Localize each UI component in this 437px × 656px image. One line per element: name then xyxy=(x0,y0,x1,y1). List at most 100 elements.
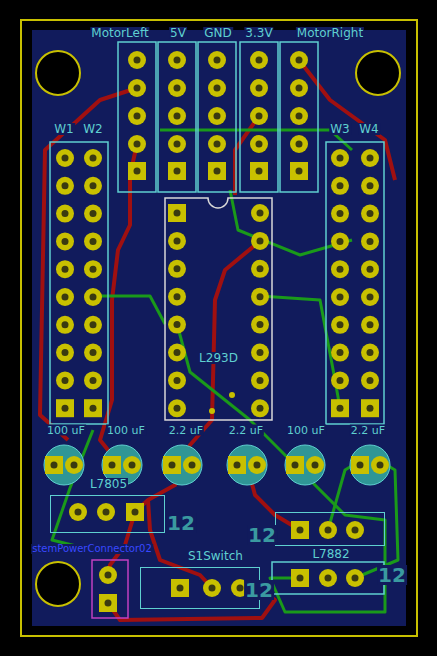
pad-hole xyxy=(103,509,110,516)
pad-hole xyxy=(257,210,264,217)
pad-hole xyxy=(75,509,82,516)
header-label: W1 xyxy=(53,123,75,135)
pad-hole xyxy=(174,405,181,412)
header-label: 3.3V xyxy=(244,27,273,39)
pad-hole xyxy=(367,349,374,356)
pad-hole xyxy=(325,575,332,582)
header-label: W4 xyxy=(358,123,380,135)
pad-hole xyxy=(214,85,221,92)
round-pad xyxy=(56,205,74,223)
pad-hole xyxy=(296,113,303,120)
header-label: 5V xyxy=(169,27,187,39)
pad-hole xyxy=(367,182,374,189)
round-pad xyxy=(331,288,349,306)
pad-hole xyxy=(174,113,181,120)
square-pad xyxy=(84,399,102,417)
square-pad xyxy=(291,569,309,587)
pad-hole xyxy=(214,141,221,148)
round-pad xyxy=(168,51,186,69)
pad-hole xyxy=(105,600,112,607)
round-pad xyxy=(168,399,186,417)
round-pad xyxy=(361,288,379,306)
round-pad xyxy=(250,107,268,125)
capacitor-outline xyxy=(285,445,325,485)
header-label: W3 xyxy=(329,123,351,135)
round-pad xyxy=(168,260,186,278)
pad-hole xyxy=(134,113,141,120)
pad-hole xyxy=(134,57,141,64)
square-pad xyxy=(168,204,186,222)
round-pad xyxy=(208,79,226,97)
round-pad xyxy=(128,51,146,69)
round-pad xyxy=(84,205,102,223)
capacitor-outline xyxy=(44,445,84,485)
square-pad xyxy=(163,456,181,474)
pad-hole xyxy=(90,238,97,245)
round-pad xyxy=(331,232,349,250)
pad-hole xyxy=(51,462,58,469)
pad-hole xyxy=(90,349,97,356)
round-pad xyxy=(168,316,186,334)
pad-hole xyxy=(325,527,332,534)
round-pad xyxy=(168,232,186,250)
round-pad xyxy=(168,135,186,153)
pad-hole xyxy=(134,168,141,175)
pad-hole xyxy=(296,168,303,175)
round-pad xyxy=(56,232,74,250)
square-pad xyxy=(171,579,189,597)
round-pad xyxy=(168,371,186,389)
pad-hole xyxy=(312,462,319,469)
pad-hole xyxy=(90,377,97,384)
pad-hole xyxy=(296,57,303,64)
ic-package: L293D xyxy=(165,198,272,420)
pad-hole xyxy=(214,113,221,120)
round-pad xyxy=(128,79,146,97)
pad-hole xyxy=(174,321,181,328)
pad-hole xyxy=(257,377,264,384)
round-pad xyxy=(84,232,102,250)
round-pad xyxy=(56,149,74,167)
round-pad xyxy=(84,344,102,362)
square-pad xyxy=(56,399,74,417)
round-pad xyxy=(248,456,266,474)
pad-hole xyxy=(90,294,97,301)
part-label: S1Switch xyxy=(187,550,244,562)
pad-hole xyxy=(134,85,141,92)
pad-hole xyxy=(367,294,374,301)
round-pad xyxy=(331,316,349,334)
round-pad xyxy=(251,204,269,222)
round-pad xyxy=(319,521,337,539)
round-pad xyxy=(84,177,102,195)
pad-hole xyxy=(62,182,69,189)
pad-hole xyxy=(296,141,303,148)
header-label: MotorLeft xyxy=(90,27,149,39)
pad-hole xyxy=(256,168,263,175)
round-pad xyxy=(290,51,308,69)
pad-hole xyxy=(214,168,221,175)
square-pad xyxy=(286,456,304,474)
round-pad xyxy=(361,371,379,389)
pin-number: 12 xyxy=(377,565,407,585)
round-pad xyxy=(84,260,102,278)
pad-hole xyxy=(337,155,344,162)
pad-hole xyxy=(174,168,181,175)
capacitor-value: 2.2 uF xyxy=(168,425,204,436)
square-pad xyxy=(331,399,349,417)
round-pad xyxy=(84,288,102,306)
capacitor-value: 2.2 uF xyxy=(228,425,264,436)
pad-hole xyxy=(62,321,69,328)
round-pad xyxy=(346,569,364,587)
part-label: L293D xyxy=(198,352,239,364)
round-pad xyxy=(331,344,349,362)
pad-hole xyxy=(352,575,359,582)
pad-hole xyxy=(256,85,263,92)
round-pad xyxy=(251,371,269,389)
pad-hole xyxy=(109,462,116,469)
square-pad xyxy=(290,162,308,180)
round-pad xyxy=(251,288,269,306)
pad-hole xyxy=(174,293,181,300)
round-pad xyxy=(250,135,268,153)
header-label: MotorRight xyxy=(296,27,364,39)
pad-hole xyxy=(297,527,304,534)
round-pad xyxy=(250,51,268,69)
